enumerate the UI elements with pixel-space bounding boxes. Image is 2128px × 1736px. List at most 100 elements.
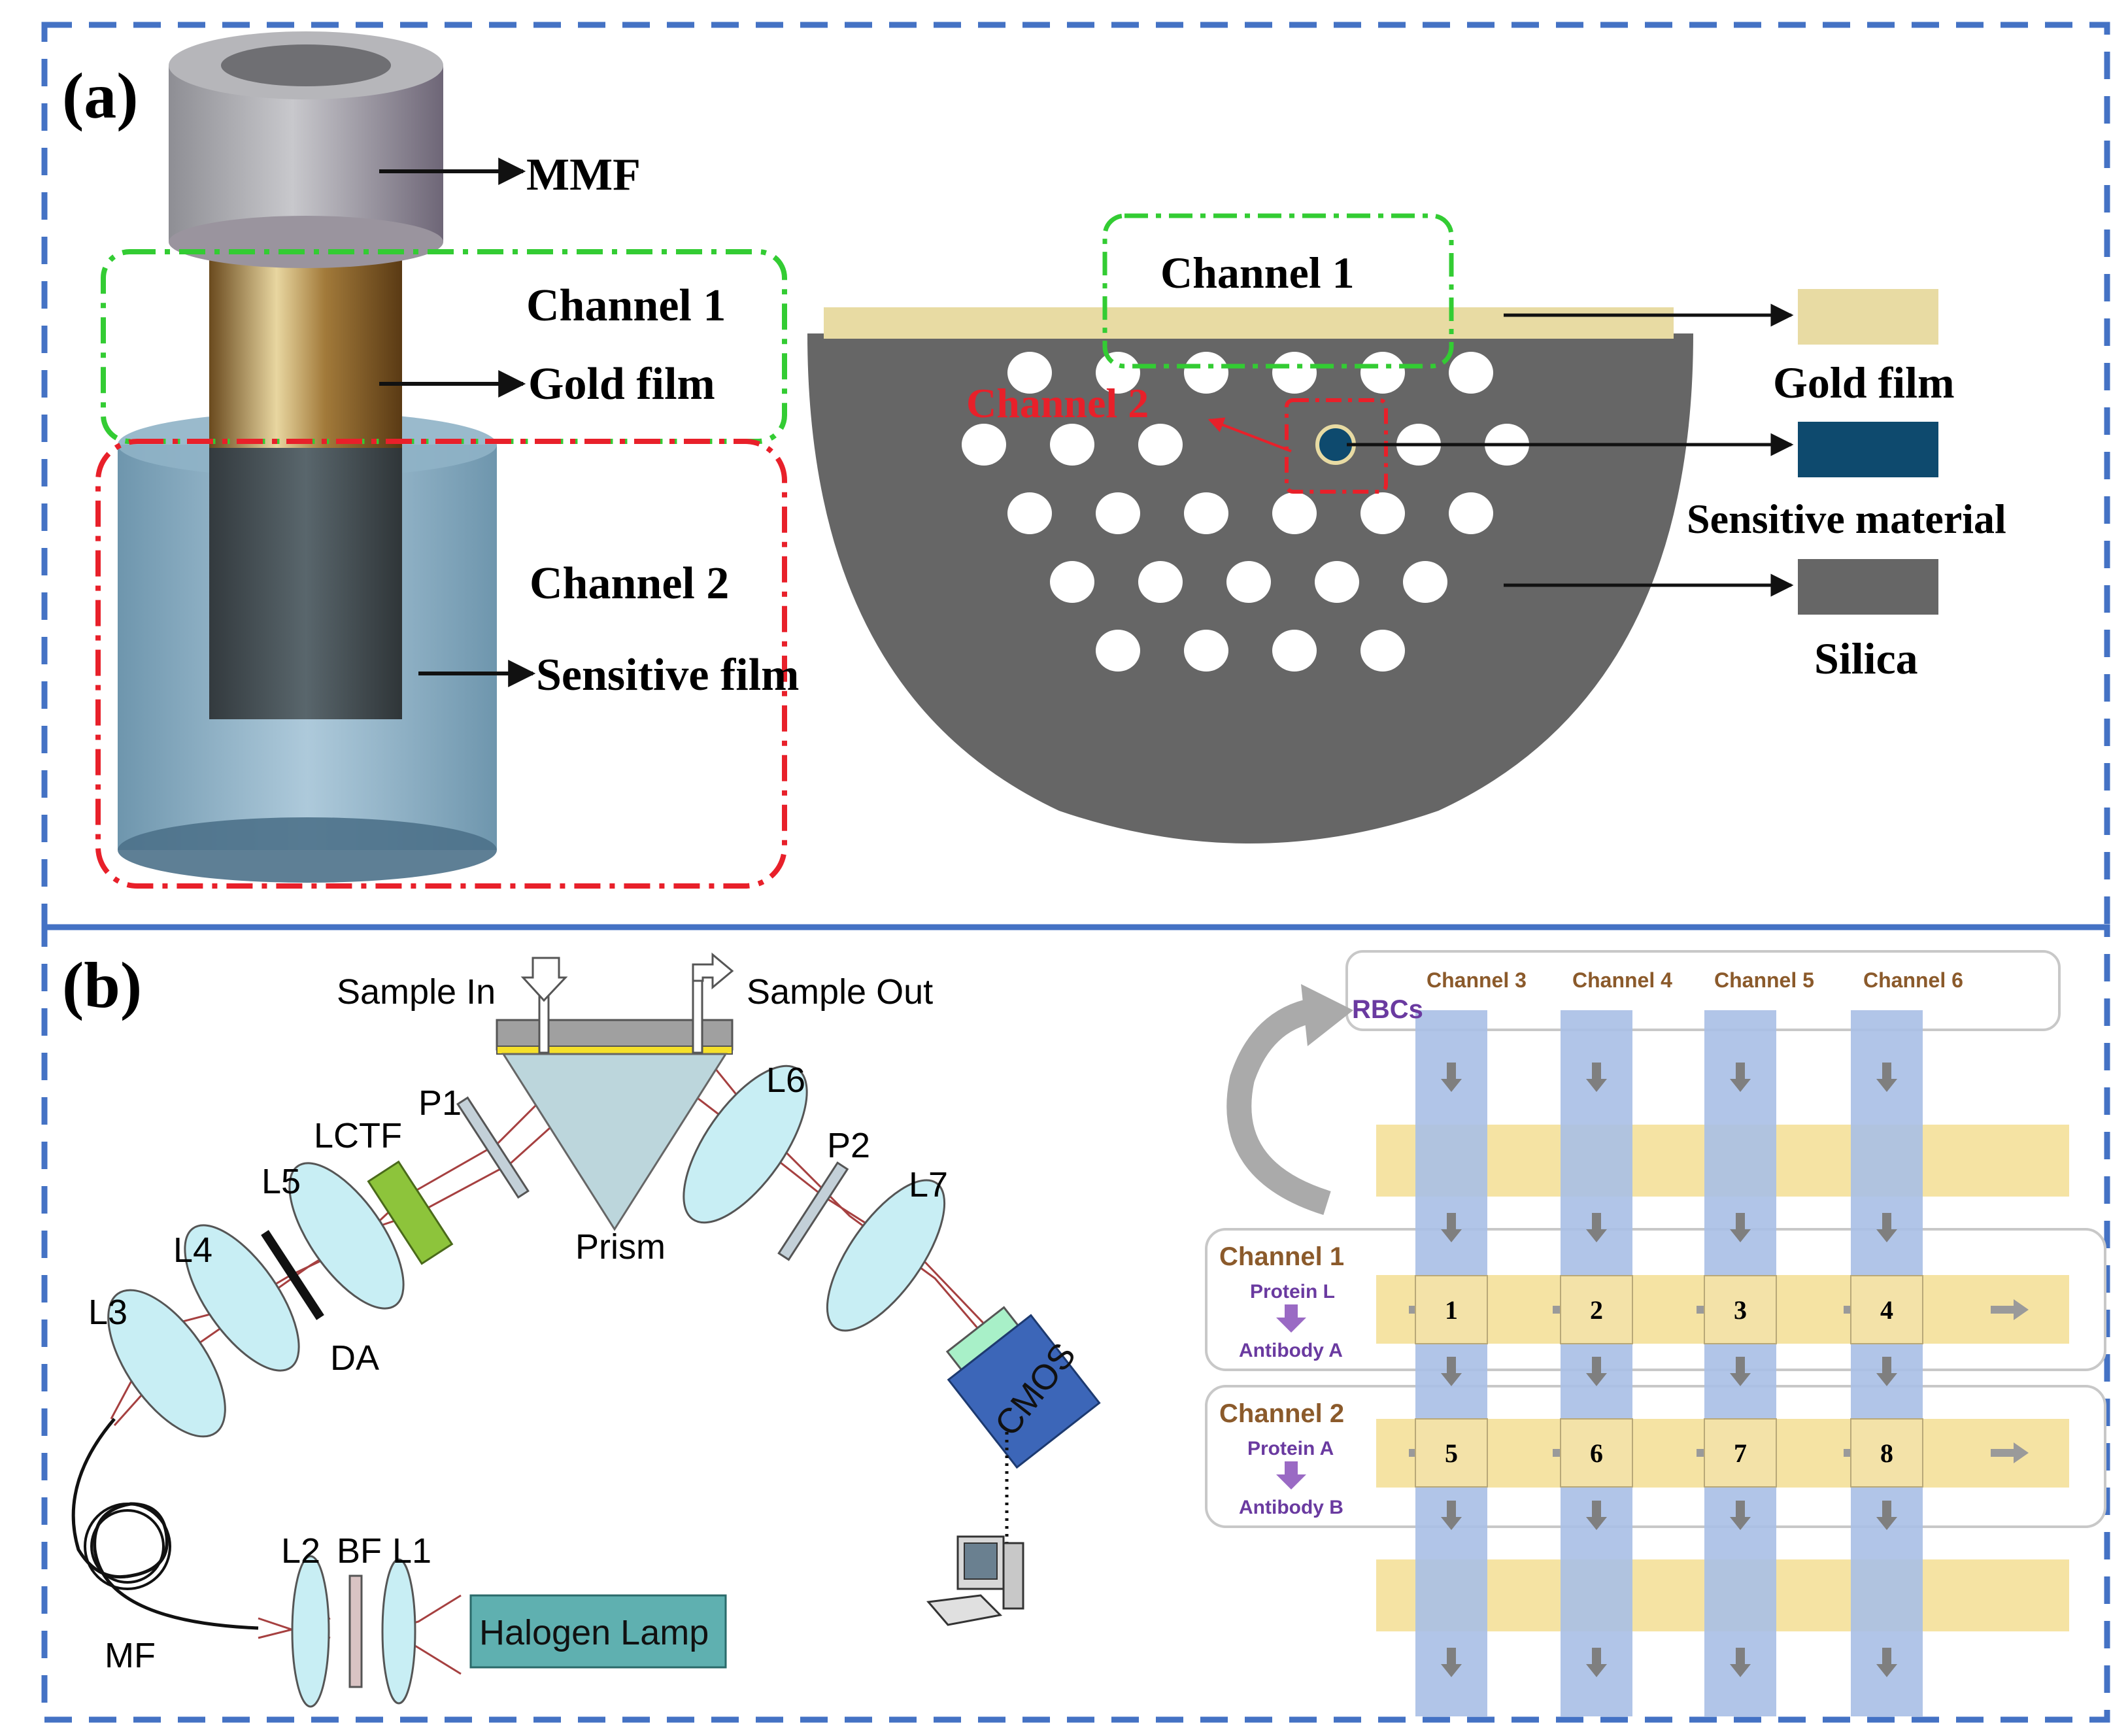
label-sample-out: Sample Out [747,972,933,1012]
legend: Gold film Sensitive material Silica [1687,289,2006,683]
flow-arrow-down [1441,1213,1462,1242]
rbcs-header-box [1345,950,2061,1031]
gold-film-segment [209,248,402,448]
flow-arrow-down [1441,1501,1462,1530]
label-da: DA [330,1338,379,1378]
air-hole [1138,561,1183,603]
chip-col-label-1: Channel 3 [1427,968,1527,992]
chip-col-label-2: Channel 4 [1572,968,1672,992]
flow-arrow-down [1876,1501,1897,1530]
air-hole [1138,424,1183,466]
flow-arrow-right [1991,1299,2029,1320]
chip-cell-number: 7 [1734,1438,1747,1468]
chip-cell-number: 6 [1590,1438,1603,1468]
polarizer-p1 [456,1096,530,1199]
legend-label-gold: Gold film [1773,358,1955,407]
air-hole [1449,492,1493,534]
label-lctf: LCTF [314,1116,402,1155]
flow-arrow-down [1730,1648,1751,1677]
flow-arrow-down [1586,1357,1607,1386]
flow-arrow-down [1730,1501,1751,1530]
lens-l6 [683,1064,808,1224]
air-hole [1050,424,1094,466]
flow-arrow-down [1441,1648,1462,1677]
flow-arrow-down [1586,1063,1607,1092]
flow-arrow-down [1730,1213,1751,1242]
fiber-3d-drawing [118,31,497,883]
mmf-label: MMF [526,150,641,200]
gold-layer-strip [824,307,1674,339]
aperture-da [261,1230,324,1320]
computer-icon [926,1535,1024,1626]
legend-label-silica: Silica [1814,634,1918,683]
label-l1: L1 [392,1531,431,1571]
row1-name: Channel 1 [1219,1242,1344,1271]
row2-from: Protein A [1247,1438,1334,1459]
halogen-lamp-box [469,1594,727,1669]
air-hole [1096,352,1140,394]
lens-l5 [288,1162,405,1310]
air-hole [1096,630,1140,672]
legend-swatch-silica [1798,559,1938,615]
air-hole [1315,561,1359,603]
lens-l7 [826,1179,946,1332]
label-mf: MF [105,1636,156,1675]
label-l3: L3 [88,1293,127,1332]
flow-arrow-down [1730,1357,1751,1386]
flow-arrow-down [1586,1501,1607,1530]
flow-arrow-down [1441,1063,1462,1092]
chip-cell [1704,1275,1777,1344]
row1-to: Antibody A [1239,1340,1343,1361]
row2-name: Channel 2 [1219,1399,1344,1428]
prism [501,1053,728,1231]
chip-cell-number: 2 [1590,1295,1603,1325]
air-hole [1007,352,1052,394]
filter-bf [348,1574,363,1688]
microfluidic-chip: RBCs Channel 3 Channel 4 Channel 5 Chann… [1205,950,2106,1716]
chip-cell-number: 1 [1445,1295,1458,1325]
air-hole [1272,630,1317,672]
flow-arrow-right [1991,1442,2029,1463]
label-sample-in: Sample In [337,972,496,1012]
air-hole [1449,352,1493,394]
label-l4: L4 [173,1231,212,1270]
chip-cell [1850,1275,1923,1344]
lens-l3 [107,1289,226,1438]
lens-l4 [184,1224,300,1372]
optical-setup: Halogen Lamp CMOS [71,952,1101,1708]
chip-col-label-4: Channel 6 [1863,968,1963,992]
row2-to: Antibody B [1239,1497,1343,1518]
air-hole [1184,492,1228,534]
flow-arrow-down [1730,1063,1751,1092]
panel-b-label: (b) [62,949,142,1021]
chip-cell [1850,1418,1923,1488]
flow-arrow-down [1876,1063,1897,1092]
gold-film-label: Gold film [528,359,715,409]
air-hole [1272,492,1317,534]
air-hole [1360,630,1405,672]
channel1-label: Channel 1 [526,281,726,331]
legend-swatch-gold [1798,289,1938,345]
row1-from: Protein L [1250,1281,1335,1302]
chip-col-label-3: Channel 5 [1714,968,1814,992]
flow-arrow-down [1586,1213,1607,1242]
label-p1: P1 [418,1083,462,1123]
flow-arrow-down [1876,1213,1897,1242]
lctf-filter [367,1160,454,1265]
channel1-row-box [1205,1228,2106,1371]
flow-arrow-down [1876,1648,1897,1677]
channel2-region-box [95,439,787,889]
panel-b-frame [41,924,2110,1723]
halogen-lamp-label: Halogen Lamp [479,1613,709,1652]
recirculate-arrow [1226,998,1331,1216]
panel-a-frame [41,22,2110,930]
chip-cell [1415,1275,1488,1344]
chip-cell-number: 5 [1445,1438,1458,1468]
legend-label-sensitive: Sensitive material [1687,496,2006,542]
chip-cell [1560,1418,1633,1488]
label-bf: BF [337,1531,382,1571]
air-hole [1050,561,1094,603]
chip-cell-number: 4 [1880,1295,1893,1325]
label-p2: P2 [827,1126,870,1165]
